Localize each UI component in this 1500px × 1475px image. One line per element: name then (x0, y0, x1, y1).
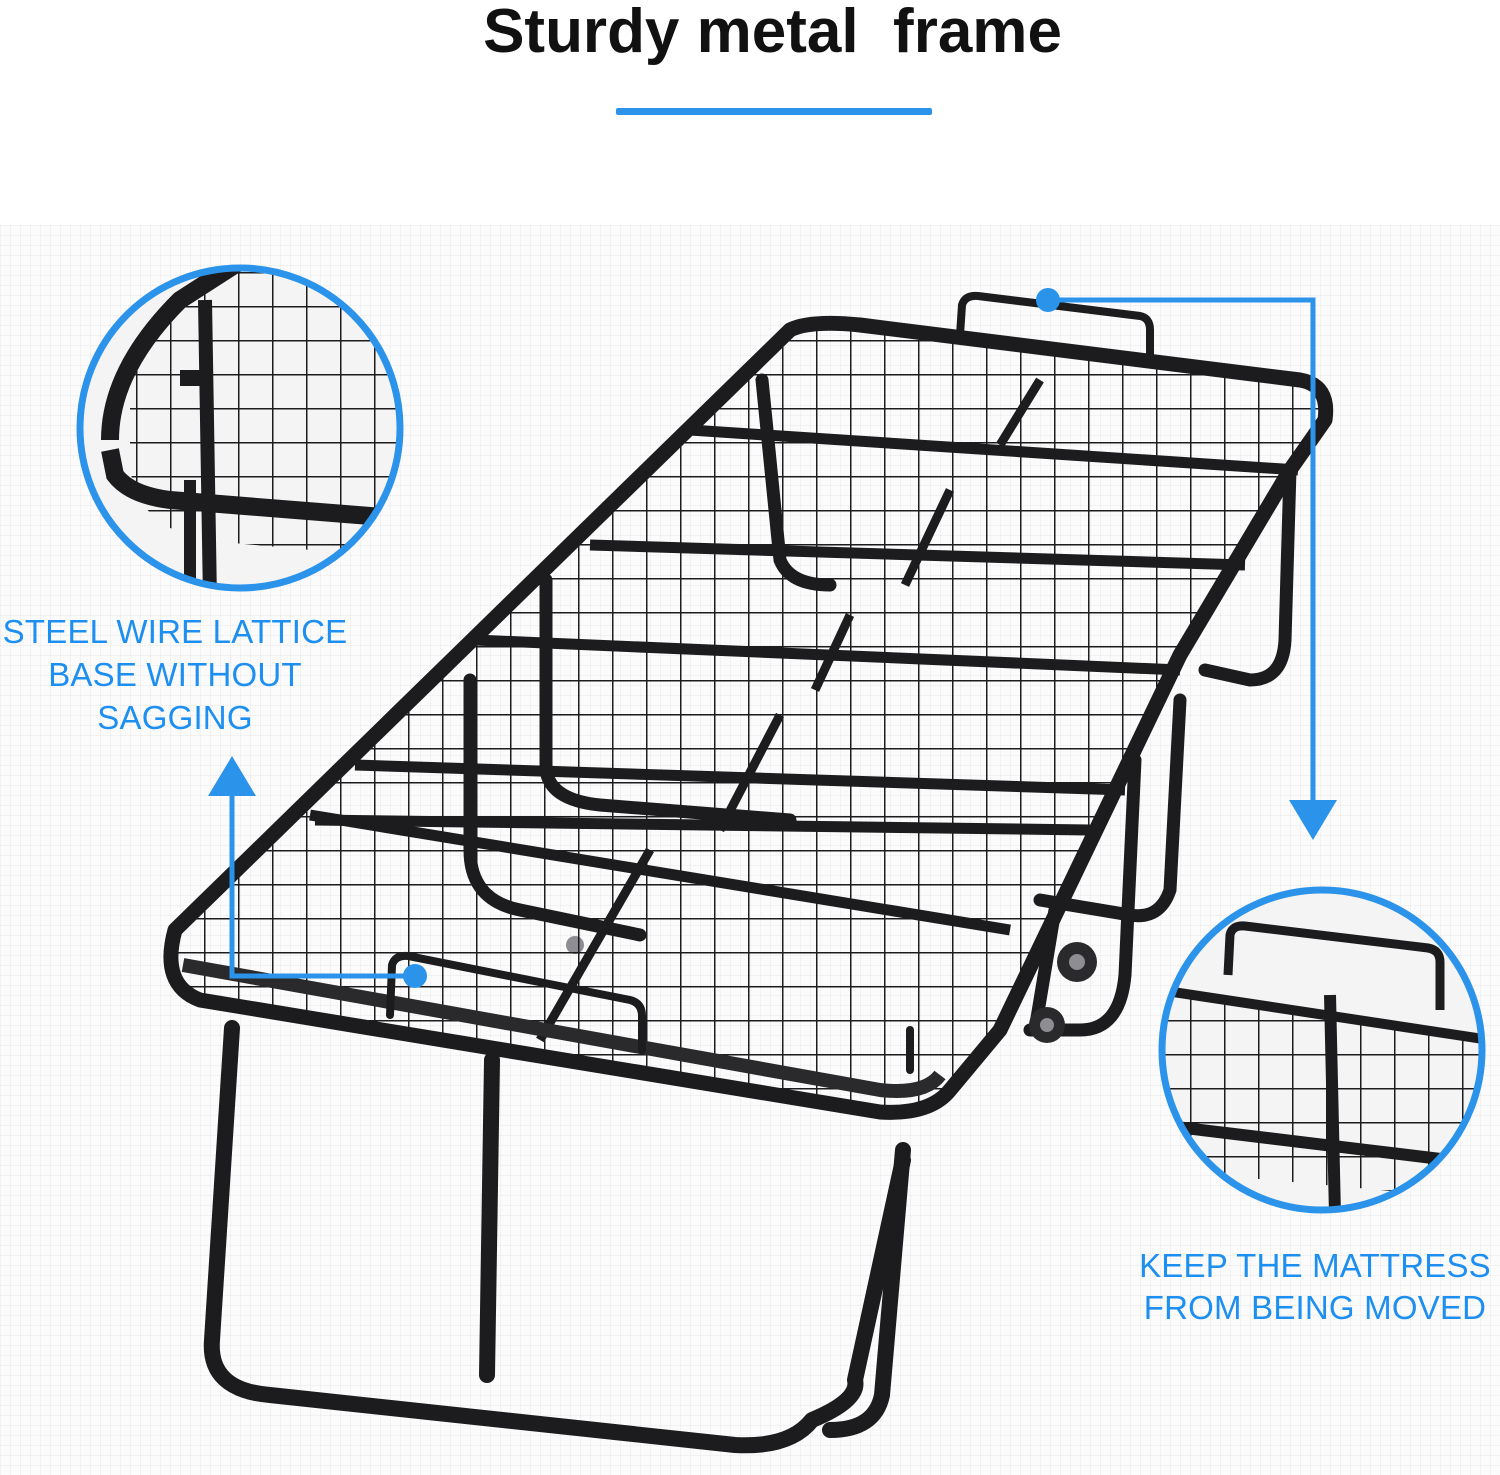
caption-line: SAGGING (97, 699, 253, 736)
left-callout-arrow (208, 756, 427, 988)
caption-line: STEEL WIRE LATTICE (2, 613, 348, 650)
bed-frame (163, 291, 1334, 1454)
right-callout-caption: KEEP THE MATTRESS FROM BEING MOVED (1130, 1245, 1500, 1329)
title-underline (616, 108, 932, 115)
left-callout-caption: STEEL WIRE LATTICE BASE WITHOUT SAGGING (0, 610, 350, 739)
outer-frame (163, 315, 1334, 1120)
wire-lattice (170, 323, 1326, 1113)
caption-line: BASE WITHOUT (48, 656, 302, 693)
left-zoom-circle (76, 264, 404, 592)
right-callout-arrow (1036, 288, 1337, 840)
back-legs (1023, 463, 1297, 1037)
page-title: Sturdy metal frame (483, 0, 1062, 66)
right-zoom-circle (1158, 886, 1486, 1214)
front-legs (203, 1020, 911, 1454)
handles (386, 291, 1154, 1074)
caption-line: KEEP THE MATTRESS (1139, 1247, 1491, 1284)
caption-line: FROM BEING MOVED (1143, 1289, 1487, 1326)
centre-rail (536, 377, 1044, 1043)
